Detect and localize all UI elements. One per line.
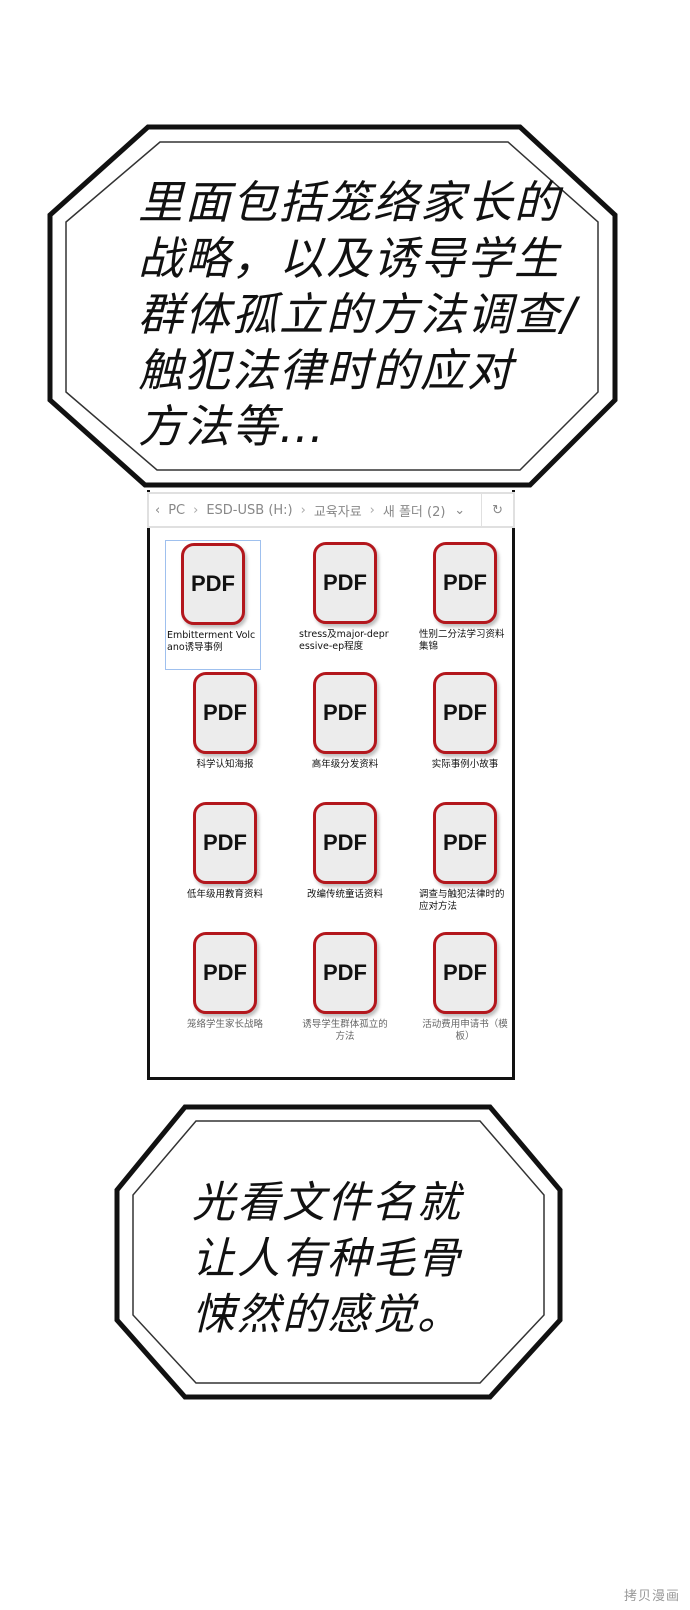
file-name: 调查与触犯法律时的应对方法 xyxy=(419,889,505,912)
breadcrumb-back-icon: ‹ xyxy=(155,502,161,518)
file-name: 实际事例小故事 xyxy=(431,759,499,770)
pdf-file-icon: PDF xyxy=(313,802,377,884)
file-item[interactable]: PDF 笼络学生家长战略 xyxy=(165,930,285,1060)
pdf-file-icon: PDF xyxy=(193,932,257,1014)
file-item[interactable]: PDF 调查与触犯法律时的应对方法 xyxy=(405,800,525,930)
narration-text-bottom: 光看文件名就 让人有种毛骨 悚然的感觉。 xyxy=(192,1178,462,1340)
pdf-file-icon: PDF xyxy=(433,932,497,1014)
pdf-file-icon: PDF xyxy=(433,802,497,884)
file-name: 低年级用教育资料 xyxy=(186,889,263,900)
chevron-down-icon[interactable]: ⌄ xyxy=(454,502,466,518)
pdf-file-icon: PDF xyxy=(433,542,497,624)
file-name: 诱导学生群体孤立的方法 xyxy=(302,1019,388,1042)
breadcrumb-subfolder[interactable]: 새 폴더 (2) xyxy=(382,504,446,520)
breadcrumb-drive[interactable]: ESD-USB (H:) xyxy=(206,502,293,518)
pdf-file-icon: PDF xyxy=(181,543,245,625)
file-item[interactable]: PDF Embitterment Volcano诱导事例 xyxy=(165,540,261,670)
file-name: 笼络学生家长战略 xyxy=(186,1019,263,1030)
file-name: 活动费用申请书（模板） xyxy=(422,1019,508,1042)
file-item[interactable]: PDF 科学认知海报 xyxy=(165,670,285,800)
file-name: 性别二分法学习资料集锦 xyxy=(419,629,505,652)
file-item[interactable]: PDF 诱导学生群体孤立的方法 xyxy=(285,930,405,1060)
file-item[interactable]: PDF 低年级用教育资料 xyxy=(165,800,285,930)
pdf-file-icon: PDF xyxy=(193,802,257,884)
refresh-icon[interactable]: ↻ xyxy=(481,494,513,526)
pdf-file-icon: PDF xyxy=(313,542,377,624)
file-item[interactable]: PDF 改编传统童话资料 xyxy=(285,800,405,930)
file-grid: PDF Embitterment Volcano诱导事例 PDF stress及maj… xyxy=(165,540,525,1060)
file-name: stress及major-depressive-ep程度 xyxy=(299,629,389,652)
file-name: 高年级分发资料 xyxy=(311,759,379,770)
pdf-file-icon: PDF xyxy=(433,672,497,754)
file-explorer-window: PDF Embitterment Volcano诱导事例 PDF stress及maj… xyxy=(147,490,515,1080)
file-item[interactable]: PDF stress及major-depressive-ep程度 xyxy=(285,540,405,670)
file-item[interactable]: PDF 活动费用申请书（模板） xyxy=(405,930,525,1060)
pdf-file-icon: PDF xyxy=(313,932,377,1014)
address-bar[interactable]: ‹ PC› ESD-USB (H:)› 교육자료› 새 폴더 (2) ⌄ ↻ xyxy=(147,492,515,528)
breadcrumb-pc[interactable]: PC xyxy=(168,502,186,518)
breadcrumb-folder[interactable]: 교육자료 xyxy=(313,504,362,520)
file-item[interactable]: PDF 性别二分法学习资料集锦 xyxy=(405,540,525,670)
file-item[interactable]: PDF 实际事例小故事 xyxy=(405,670,525,800)
file-name: Embitterment Volcano诱导事例 xyxy=(167,630,256,653)
speech-bubble-bottom xyxy=(114,1104,563,1400)
pdf-file-icon: PDF xyxy=(193,672,257,754)
file-name: 科学认知海报 xyxy=(196,759,254,770)
narration-text-top: 里面包括笼络家长的 战略，以及诱导学生 群体孤立的方法调查/ 触犯法律时的应对 … xyxy=(138,176,579,453)
pdf-file-icon: PDF xyxy=(313,672,377,754)
watermark: 拷贝漫画 xyxy=(623,1589,680,1604)
file-name: 改编传统童话资料 xyxy=(306,889,383,900)
speech-bubble-top xyxy=(47,124,618,488)
file-item[interactable]: PDF 高年级分发资料 xyxy=(285,670,405,800)
